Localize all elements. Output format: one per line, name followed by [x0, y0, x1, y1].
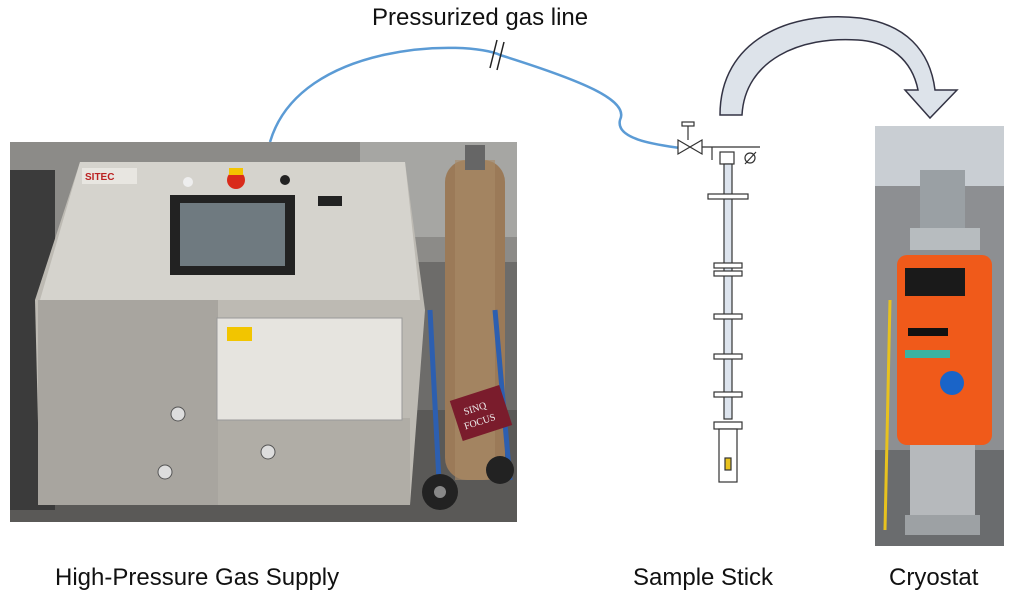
cryostat-photo: [875, 126, 1004, 546]
brand-logo: SITEC: [85, 172, 114, 183]
line-break-mark: [489, 39, 505, 71]
gas-line-label: Pressurized gas line: [372, 4, 589, 31]
gas-line: [268, 46, 681, 150]
cryostat-caption: Cryostat: [889, 564, 979, 591]
sample-stick-caption: Sample Stick: [633, 564, 774, 591]
sample-stick-schematic: [677, 121, 760, 483]
transfer-arrow: [719, 16, 959, 120]
gas-supply-caption: High-Pressure Gas Supply: [55, 564, 340, 591]
gas-supply-photo: SITEC SINQ FOCUS: [10, 142, 517, 522]
